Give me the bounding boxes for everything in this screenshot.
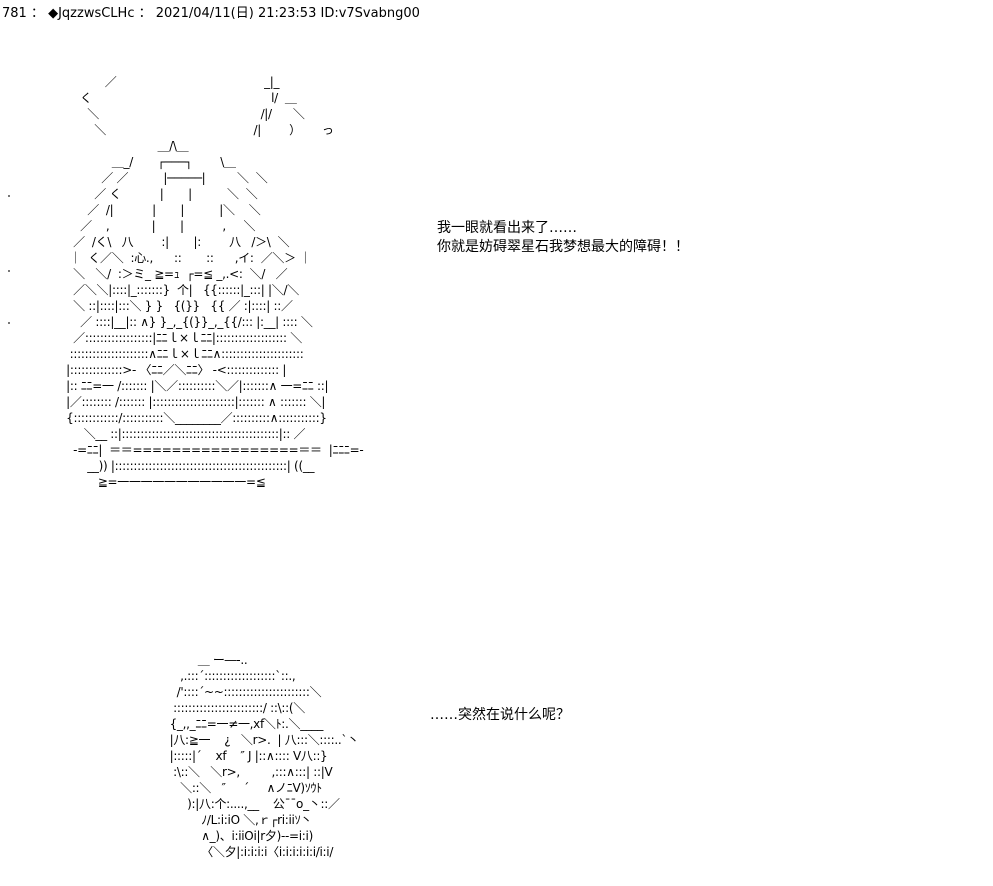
art-line: ／＼＼|::::|_:::::::} 个| {{::::::|_:::| |＼/… — [38, 283, 299, 297]
art-line: ＿_/ ┌───┐ \＿ — [38, 155, 236, 169]
ascii-art-bottom: ＿ ー―-.. ,.:::´:::::::::::::::::::`::., /… — [152, 652, 360, 860]
post-date: 2021/04/11(日) 21:23:53 — [155, 6, 317, 21]
dialog-bottom: ……突然在说什么呢？ — [430, 706, 570, 725]
art-line: __)) |::::::::::::::::::::::::::::::::::… — [38, 459, 315, 473]
art-line: ≧=一一一一一一一一一一一=≦ — [38, 475, 266, 489]
post-number: 781 — [2, 6, 27, 21]
art-line: |／:::::::: /::::::: |:::::::::::::::::::… — [38, 395, 326, 409]
art-line: ／ ::::|__|:: ∧} }_,_{(}}_,_{{/::: |:__| … — [38, 315, 313, 329]
art-line: ＼__ ::|:::::::::::::::::::::::::::::::::… — [38, 427, 306, 441]
dialog-top: 我一眼就看出来了…… 你就是妨碍翠星石我梦想最大的障碍！！ — [437, 219, 689, 257]
art-line: ／ ／ |─────| ＼ ＼ — [38, 171, 268, 185]
margin-dot — [8, 322, 10, 324]
art-line: |::::::::::::::>- 〈ﾆﾆ／＼ﾆﾆ〉 -<:::::::::::… — [38, 363, 287, 377]
art-line: ＼::＼ ″ ´ ∧ノﾆV)ｿｳﾄ — [152, 781, 322, 795]
dialog-line: 我一眼就看出来了…… — [437, 220, 577, 236]
art-line: {_,,_ﾆﾆ=一≠一,xf＼ﾄ:.＼____ — [152, 717, 324, 731]
margin-dot — [8, 195, 10, 197]
art-line: |:: ﾆﾆ=一 /::::::: |＼／::::::::::＼／|::::::… — [38, 379, 329, 393]
art-line: 〈＼夕|:i:i:i:i〈i:i:i:i:i:i/i:i/ — [152, 845, 334, 859]
post-id[interactable]: ID:v7Svabng00 — [320, 6, 420, 21]
header-separator: ： — [134, 6, 156, 21]
art-line: /'::::´~~:::::::::::::::::::::::＼ — [152, 685, 322, 699]
art-line: ／::::::::::::::::::|ﾆﾆｌ×ｌﾆﾆ|::::::::::::… — [38, 331, 302, 345]
art-line: ﾉ/Ⅼ:i:iO ＼,ｒ┌ri:iiｿ丶 — [152, 813, 312, 827]
dialog-line: ……突然在说什么呢？ — [430, 707, 570, 723]
art-line: ∧_)、i:iiOi|r夕)--=i:i) — [152, 829, 313, 843]
dialog-line: 你就是妨碍翠星石我梦想最大的障碍！！ — [437, 239, 689, 255]
art-line: |:::::|´ xf ″ J |::∧:::: V八::} — [152, 749, 328, 763]
art-line: ／ , | | , ＼ — [38, 219, 256, 233]
post-header: 781 ： ◆JqzzwsCLHc ： 2021/04/11(日) 21:23:… — [2, 6, 420, 22]
art-line: ::::::::::::::::::::::::/ ::\::(＼ — [152, 701, 305, 715]
art-line: く l/ ＿ — [38, 91, 297, 105]
art-line: ,.:::´:::::::::::::::::::`::., — [152, 669, 296, 683]
art-line: -=ﾆﾆ| ＝＝=================＝＝ |ﾆﾆﾆ=- — [38, 443, 364, 457]
art-line: {::::::::::::/:::::::::::＼________／:::::… — [38, 411, 327, 425]
art-line: ｜ く／＼ :心., :: :: ,イ: ／＼＞ ｜ — [38, 251, 312, 265]
art-line: :\::＼ ＼r>, ,:::∧:::| ::|V — [152, 765, 333, 779]
ascii-art-top: ／ _|_ く l/ ＿ ＼ /|/ ＼ — [38, 74, 364, 490]
art-line: ／ /く\ 八 :| |: 八 /＞\ ＼ — [38, 235, 290, 249]
art-line: :::::::::::::::::::::∧ﾆﾆｌ×ｌﾆﾆ∧::::::::::… — [38, 347, 304, 361]
art-line: ／ く | | ＼ ＼ — [38, 187, 258, 201]
art-line: ／ /| | | |＼ ＼ — [38, 203, 261, 217]
art-line: |八:≧一 ¿ ＼r>. | 八:::＼::::..`丶 — [152, 733, 360, 747]
art-line: ＼ /|/ ＼ — [38, 107, 305, 121]
art-line: ＿ ー―-.. — [152, 653, 248, 667]
art-line: ＼ ＼/ :＞ミ_ ≧=ｭ ┌=≦ _,.<: ＼/ ／ — [38, 267, 288, 281]
post-author[interactable]: ◆JqzzwsCLHc — [48, 6, 135, 21]
margin-dot — [8, 270, 10, 272]
art-line: ／ _|_ — [38, 75, 280, 89]
art-line: ＿/\＿ — [38, 139, 189, 153]
art-line: ＼ /| ） っ — [38, 123, 334, 137]
art-line: ):|八:个:....,__ 公¯¯o_丶::／ — [152, 797, 340, 811]
header-separator: ： — [26, 6, 49, 21]
art-line: ＼ ::|::::|:::＼ } } {(}} {{ ／ :|::::| ::／ — [38, 299, 293, 313]
